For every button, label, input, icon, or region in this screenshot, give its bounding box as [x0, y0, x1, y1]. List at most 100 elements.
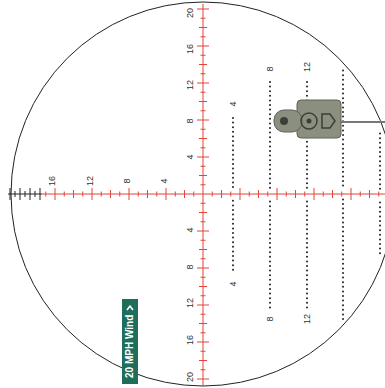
wind-dot [306, 242, 308, 244]
wind-dot [232, 186, 234, 188]
mil-number: 8 [266, 65, 275, 72]
scope-circle [11, 2, 385, 386]
mil-number: 4 [160, 177, 169, 184]
mil-number: 12 [186, 79, 195, 91]
wind-dot [232, 255, 234, 257]
wind-dot [342, 125, 344, 127]
reticle-line [201, 258, 206, 259]
wind-dot [232, 246, 234, 248]
wind-dot [306, 173, 308, 175]
wind-dot [342, 185, 344, 187]
wind-dot [306, 205, 308, 207]
reticle-line [82, 192, 83, 197]
wind-dot [342, 180, 344, 182]
wind-dot [269, 228, 271, 230]
wind-dot [232, 227, 234, 229]
reticle-line [369, 190, 370, 198]
wind-dot [342, 304, 344, 306]
wind-dot [342, 148, 344, 150]
wind-dot [269, 288, 271, 290]
wind-dot [306, 86, 308, 88]
wind-dot [269, 122, 271, 124]
wind-dot [342, 166, 344, 168]
wind-dot [232, 131, 234, 133]
reticle-line [277, 188, 278, 200]
reticle-line [199, 175, 207, 176]
reticle-line [40, 188, 41, 200]
wind-dot [306, 279, 308, 281]
reticle-line [110, 190, 111, 198]
reticle-line [197, 46, 209, 47]
wind-dot [306, 155, 308, 157]
wind-dot [306, 293, 308, 295]
wind-dot [342, 139, 344, 141]
wind-dot [306, 233, 308, 235]
wind-dot [306, 95, 308, 97]
wind-dot [269, 141, 271, 143]
reticle-line [201, 314, 206, 315]
wind-dot [269, 210, 271, 212]
wind-dot [379, 220, 381, 222]
wind-dot [342, 134, 344, 136]
wind-dot [342, 212, 344, 214]
reticle-line [295, 190, 296, 198]
reticle-line [201, 221, 206, 222]
wind-dot [269, 233, 271, 235]
wind-dot [232, 168, 234, 170]
wind-dot [342, 226, 344, 228]
wind-dot [306, 251, 308, 253]
wind-dot [342, 295, 344, 297]
mil-number: 16 [48, 175, 57, 187]
wind-dot [342, 263, 344, 265]
wind-dot [269, 104, 271, 106]
mil-number: 8 [266, 315, 275, 322]
mil-number: 8 [186, 263, 195, 270]
wind-dot [269, 306, 271, 308]
reticle-line [230, 192, 231, 197]
wind-dot [379, 151, 381, 153]
wind-dot [342, 198, 344, 200]
wind-dot [232, 149, 234, 151]
wind-dot [269, 81, 271, 83]
reticle-line [197, 305, 209, 306]
wind-dot [232, 223, 234, 225]
reticle-line [240, 188, 241, 200]
reticle-line [55, 188, 56, 200]
reticle-line [45, 192, 46, 197]
wind-dot [232, 126, 234, 128]
reticle-line [197, 342, 209, 343]
reticle-line [35, 191, 36, 197]
wind-dot [269, 274, 271, 276]
wind-dot [379, 215, 381, 217]
wind-dot [342, 70, 344, 72]
reticle-line [199, 323, 207, 324]
wind-dot [306, 90, 308, 92]
mil-number: 12 [186, 297, 195, 309]
wind-dot [306, 260, 308, 262]
reticle-line [197, 157, 209, 158]
wind-dot [269, 265, 271, 267]
reticle-line [64, 192, 65, 197]
wind-dot [306, 306, 308, 308]
reticle-line [197, 120, 209, 121]
banner-arrow [122, 303, 138, 313]
reticle-line [199, 360, 207, 361]
reticle-line [199, 249, 207, 250]
wind-dot [379, 211, 381, 213]
wind-dot [342, 88, 344, 90]
wind-dot [232, 214, 234, 216]
wind-dot [342, 281, 344, 283]
wind-dot [342, 162, 344, 164]
wind-dot [232, 154, 234, 156]
reticle-line [201, 166, 206, 167]
wind-dot [342, 290, 344, 292]
reticle-line [73, 190, 74, 198]
wind-dot [269, 201, 271, 203]
wind-dot [342, 217, 344, 219]
wind-dot [269, 155, 271, 157]
wind-dot [379, 179, 381, 181]
wind-dot [269, 159, 271, 161]
wind-dot [306, 302, 308, 304]
reticle-line [201, 332, 206, 333]
wind-dot [269, 132, 271, 134]
